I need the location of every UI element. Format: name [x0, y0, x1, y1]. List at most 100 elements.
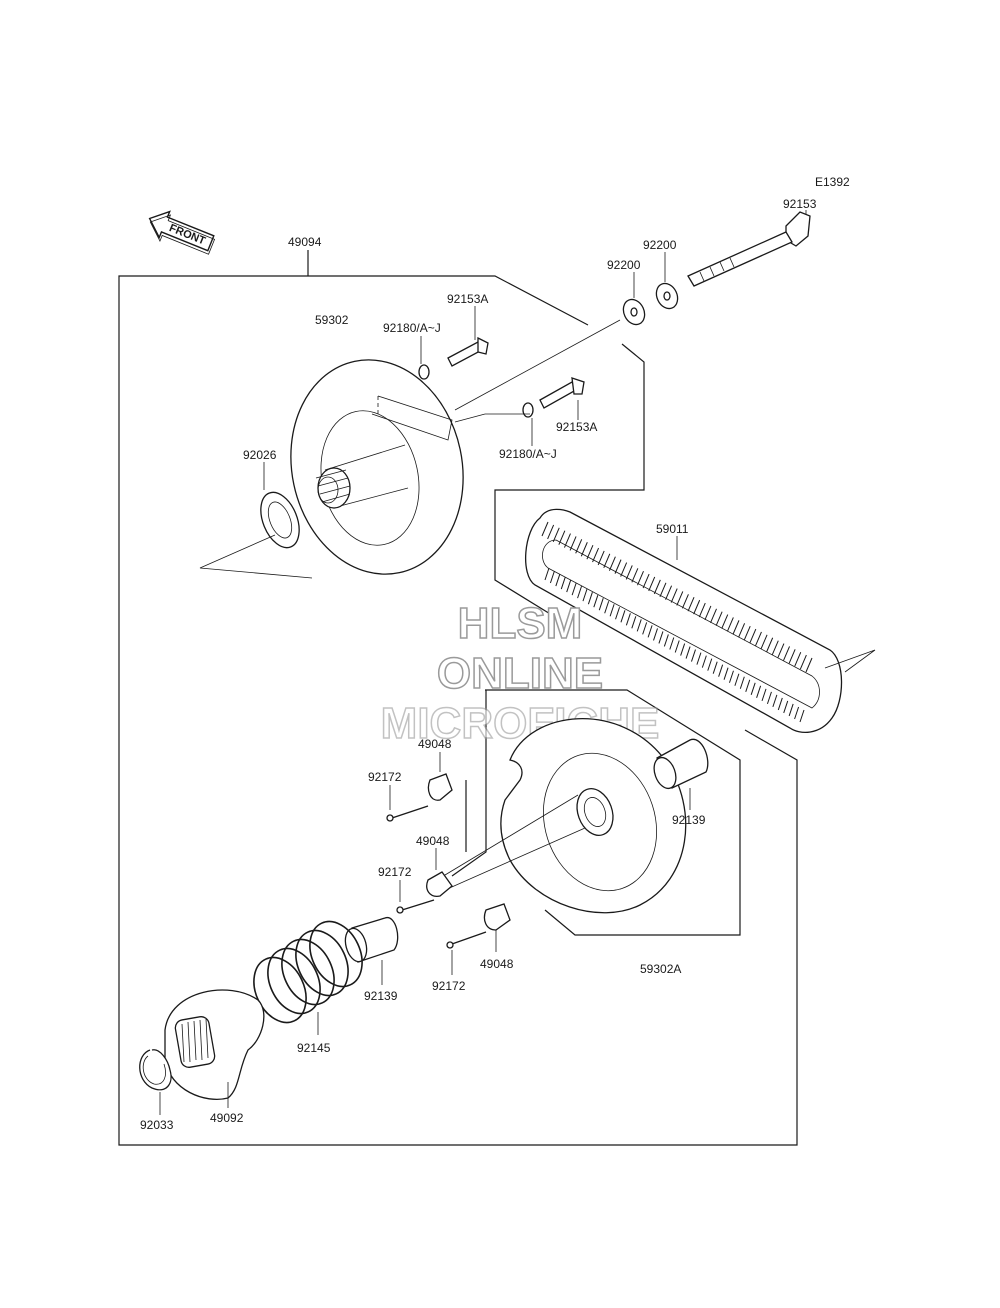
belt-tooth [665, 585, 673, 600]
front-arrow-icon: FRONT [148, 210, 216, 255]
screw-92172-b [396, 880, 435, 914]
label-59011[interactable]: 59011 [656, 522, 689, 536]
belt-tooth [552, 527, 560, 542]
belt-tooth [788, 703, 794, 717]
belt-tooth [721, 614, 729, 629]
collar-92139-upper [653, 738, 709, 810]
belt-tooth [549, 570, 555, 584]
belt-tooth [799, 709, 805, 723]
belt-tooth [754, 631, 762, 647]
belt-tooth [698, 602, 706, 618]
belt-tooth [587, 592, 593, 605]
belt-tooth [783, 646, 790, 661]
label-92172-c[interactable]: 92172 [432, 979, 466, 993]
belt-tooth [582, 588, 588, 602]
belt-tooth [739, 676, 745, 689]
belt-tooth [715, 611, 723, 626]
belt-tooth [609, 604, 615, 617]
belt-tooth [571, 582, 577, 596]
belt-tooth [670, 588, 678, 603]
belt-tooth [710, 608, 717, 624]
belt-tooth [631, 568, 639, 583]
belt-tooth [704, 605, 712, 621]
label-92200-a[interactable]: 92200 [643, 238, 677, 252]
belt-tooth [687, 597, 695, 612]
belt-tooth [593, 595, 599, 608]
label-59302[interactable]: 59302 [315, 313, 349, 327]
belt-tooth [608, 556, 616, 571]
washer-92180-upper [418, 336, 430, 380]
belt-tooth [681, 594, 689, 609]
label-92200-b[interactable]: 92200 [607, 258, 641, 272]
watermark-line-1: HLSM [458, 599, 583, 648]
watermark-line-2: ONLINE [437, 649, 603, 698]
belt-tooth [799, 654, 807, 670]
belt-tooth [625, 565, 633, 580]
label-92180-b[interactable]: 92180/A~J [499, 447, 557, 461]
label-92172-b[interactable]: 92172 [378, 865, 412, 879]
label-49048-c[interactable]: 49048 [480, 957, 514, 971]
label-49092[interactable]: 49092 [210, 1111, 244, 1125]
belt-tooth [615, 607, 621, 620]
belt-tooth [712, 661, 718, 674]
collar-92139-lower [344, 917, 399, 985]
belt-tooth [718, 664, 724, 677]
label-49094[interactable]: 49094 [288, 235, 322, 249]
belt-tooth [669, 637, 675, 650]
belt-tooth [636, 619, 642, 632]
belt-tooth [701, 655, 707, 668]
belt-tooth [777, 697, 783, 711]
label-92026[interactable]: 92026 [243, 448, 277, 462]
washer-92026 [199, 462, 313, 579]
belt-tooth [653, 628, 658, 641]
weight-49048-c [483, 903, 511, 952]
belt-teeth [541, 521, 813, 723]
weight-49048-b [426, 848, 453, 897]
belt-tooth [794, 652, 802, 667]
spring-coil [295, 929, 349, 997]
label-92172-a[interactable]: 92172 [368, 770, 402, 784]
belt-tooth [788, 649, 796, 664]
belt-tooth [603, 553, 611, 569]
weight-49048-a [427, 752, 453, 801]
belt-tooth [783, 700, 789, 714]
belt-tooth [566, 579, 572, 593]
label-92153A-b[interactable]: 92153A [556, 420, 597, 434]
spring-coil [309, 920, 363, 988]
label-92139-b[interactable]: 92139 [364, 989, 398, 1003]
belt-tooth [726, 617, 734, 632]
label-92180-a[interactable]: 92180/A~J [383, 321, 441, 335]
bolt-92153A-upper [447, 306, 489, 367]
label-92145[interactable]: 92145 [297, 1041, 331, 1055]
label-92153[interactable]: 92153 [783, 197, 817, 211]
label-49048-a[interactable]: 49048 [418, 737, 452, 751]
circlip-92033 [139, 1049, 172, 1115]
belt-tooth [674, 640, 680, 653]
belt-tooth [794, 706, 800, 720]
part-labels: 92153 92200 92200 49094 92153A 59302 921… [140, 197, 817, 1132]
drive-belt-59011 [525, 508, 876, 734]
belt-tooth [750, 682, 756, 695]
belt-tooth [577, 585, 583, 599]
washer-92200-a [655, 252, 679, 310]
screw-92172-a [386, 785, 429, 822]
label-92033[interactable]: 92033 [140, 1118, 174, 1132]
label-59302A[interactable]: 59302A [640, 962, 681, 976]
belt-tooth [560, 576, 566, 590]
label-92139-a[interactable]: 92139 [672, 813, 706, 827]
bracket-59302A [485, 689, 741, 936]
belt-tooth [592, 547, 600, 563]
label-92153A-a[interactable]: 92153A [447, 292, 488, 306]
belt-tooth [676, 591, 684, 606]
belt-tooth [580, 542, 588, 557]
belt-tooth [766, 637, 774, 652]
belt-tooth [805, 657, 813, 673]
drive-sheave-59302 [290, 359, 464, 575]
belt-tooth [637, 570, 644, 586]
belt-tooth [772, 694, 778, 708]
belt-tooth [749, 628, 757, 644]
label-49048-b[interactable]: 49048 [416, 834, 450, 848]
belt-tooth [569, 536, 577, 551]
belt-tooth [761, 688, 767, 702]
